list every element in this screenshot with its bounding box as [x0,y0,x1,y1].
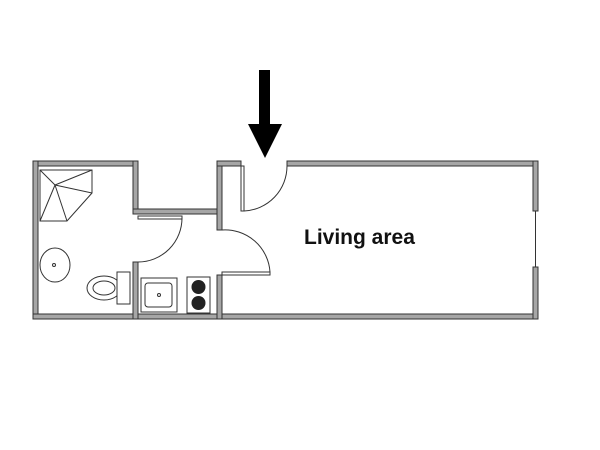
shower [39,169,93,222]
walls [32,160,539,320]
bathroom-door[interactable] [137,215,183,263]
stove [186,276,211,314]
bathroom-sink [39,247,71,283]
entrance-door[interactable] [240,165,288,212]
living-room-door[interactable] [221,229,271,276]
entrance-arrow-icon [248,70,282,158]
toilet [86,271,131,305]
room-label-living-area: Living area [304,226,415,249]
kitchen-sink [140,277,178,313]
